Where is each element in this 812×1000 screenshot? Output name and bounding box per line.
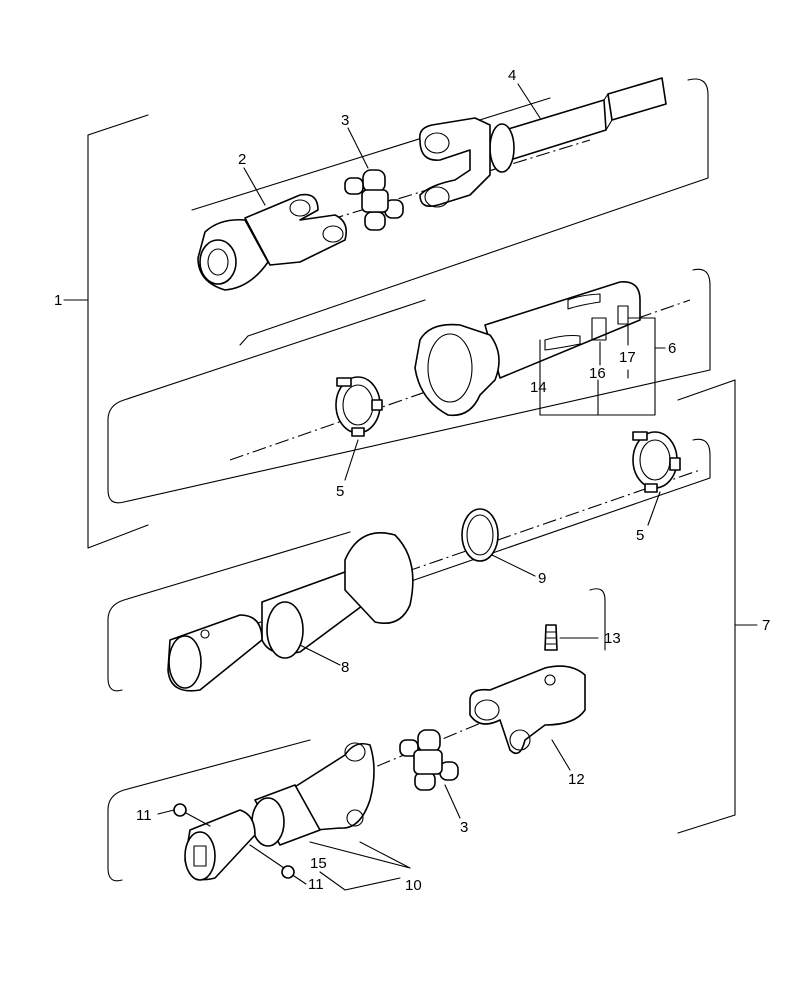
bracket-assembly-7 bbox=[677, 379, 758, 834]
part-5-ring-upper bbox=[335, 376, 383, 437]
callout-12: 12 bbox=[568, 771, 585, 788]
part-15-collar bbox=[173, 803, 295, 881]
callout-11-lower: 11 bbox=[308, 876, 324, 893]
leader-lines bbox=[157, 83, 666, 891]
callout-2: 2 bbox=[238, 151, 246, 168]
part-4-yoke-shaft bbox=[418, 77, 667, 208]
callout-4: 4 bbox=[508, 67, 516, 84]
callout-5-right: 5 bbox=[636, 527, 644, 544]
callout-14: 14 bbox=[530, 379, 547, 396]
callout-1: 1 bbox=[54, 292, 62, 309]
callout-7: 7 bbox=[762, 617, 770, 634]
panel-outlines bbox=[107, 78, 711, 882]
callout-17: 17 bbox=[619, 349, 636, 366]
part-10-yoke-shaft bbox=[251, 742, 375, 847]
callout-3-lower: 3 bbox=[460, 819, 468, 836]
part-9-washer bbox=[461, 508, 499, 562]
part-13-grease-nipple bbox=[544, 624, 558, 651]
bracket-assembly-1 bbox=[63, 114, 149, 549]
part-3-cross-lower bbox=[399, 729, 459, 791]
part-3-cross-upper bbox=[344, 169, 404, 231]
callout-6: 6 bbox=[668, 340, 676, 357]
callout-5: 5 bbox=[336, 483, 344, 500]
part-2-collar-yoke bbox=[197, 193, 348, 291]
callout-11-upper: 11 bbox=[136, 807, 152, 824]
callout-10: 10 bbox=[405, 877, 422, 894]
callout-labels: 1 2 3 4 5 6 14 16 17 5 5 9 7 8 13 12 3 1… bbox=[54, 67, 770, 894]
callout-15: 15 bbox=[310, 855, 327, 872]
part-8-guard-cone-tube bbox=[167, 531, 414, 692]
part-6-guard-tube bbox=[414, 281, 641, 417]
callout-3: 3 bbox=[341, 112, 349, 129]
callout-13: 13 bbox=[604, 630, 621, 647]
callout-8: 8 bbox=[341, 659, 349, 676]
part-12-sleeve-yoke bbox=[469, 665, 586, 755]
callout-16: 16 bbox=[589, 365, 606, 382]
callout-9: 9 bbox=[538, 570, 546, 587]
part-5-ring-right bbox=[632, 431, 681, 493]
